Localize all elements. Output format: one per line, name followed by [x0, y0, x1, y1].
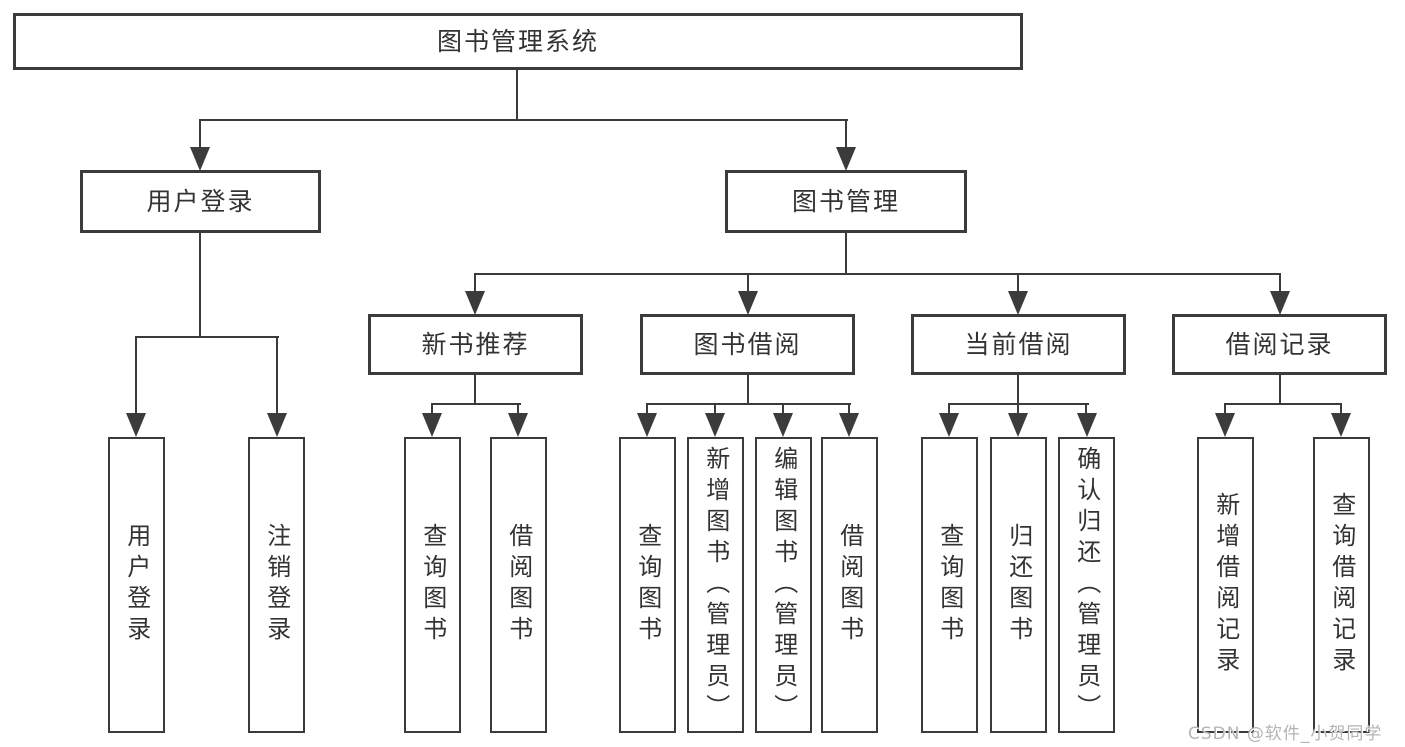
node-label: 归还图书 [1004, 523, 1033, 647]
node-label: 新增图书（管理员） [701, 445, 730, 725]
node-label: 新增借阅记录 [1211, 492, 1240, 678]
node-label: 编辑图书（管理员） [769, 445, 798, 725]
connector-line [474, 374, 476, 405]
leaf-query-book-recommend: 查询图书 [404, 437, 461, 733]
connector-line [848, 403, 850, 417]
connector-line [782, 403, 784, 417]
node-label: 借阅记录 [1225, 330, 1334, 359]
node-label: 用户登录 [122, 523, 151, 647]
leaf-edit-book-admin: 编辑图书（管理员） [755, 437, 812, 733]
connector-line [845, 233, 847, 275]
connector-arrow-down [1077, 413, 1097, 437]
connector-arrow-down [190, 147, 210, 171]
leaf-query-book-current: 查询图书 [921, 437, 978, 733]
connector-line [845, 119, 847, 151]
leaf-logout: 注销登录 [248, 437, 305, 733]
node-label: 查询图书 [633, 523, 662, 647]
connector-arrow-down [126, 413, 146, 437]
leaf-query-borrow-record: 查询借阅记录 [1313, 437, 1370, 733]
node-label: 查询借阅记录 [1327, 492, 1356, 678]
connector-arrow-down [1331, 413, 1351, 437]
connector-arrow-down [836, 147, 856, 171]
connector-line [1017, 374, 1019, 405]
node-label: 借阅图书 [504, 523, 533, 647]
connector-arrow-down [705, 413, 725, 437]
connector-arrow-down [1270, 291, 1290, 315]
node-label: 图书管理系统 [436, 27, 599, 56]
connector-line [747, 273, 749, 293]
connector-arrow-down [1008, 291, 1028, 315]
connector-line [1224, 403, 1342, 405]
connector-line [199, 233, 201, 338]
node-label: 注销登录 [262, 523, 291, 647]
leaf-add-borrow-record: 新增借阅记录 [1197, 437, 1254, 733]
connector-arrow-down [738, 291, 758, 315]
node-root-system: 图书管理系统 [13, 13, 1023, 70]
connector-line [431, 403, 433, 417]
connector-line [1085, 403, 1087, 417]
connector-arrow-down [508, 413, 528, 437]
connector-arrow-down [839, 413, 859, 437]
connector-line [276, 336, 278, 418]
node-label: 确认归还（管理员） [1072, 445, 1101, 725]
leaf-query-book-borrowing: 查询图书 [619, 437, 676, 733]
node-book-management: 图书管理 [725, 170, 967, 233]
connector-line [1224, 403, 1226, 417]
node-label: 图书借阅 [693, 330, 802, 359]
leaf-add-book-admin: 新增图书（管理员） [687, 437, 744, 733]
node-label: 用户登录 [146, 187, 255, 216]
connector-line [646, 403, 648, 417]
node-label: 查询图书 [935, 523, 964, 647]
connector-line [1017, 273, 1019, 293]
connector-line [646, 403, 851, 405]
connector-line [517, 403, 519, 417]
node-label: 当前借阅 [964, 330, 1073, 359]
connector-line [135, 336, 279, 338]
node-book-borrowing: 图书借阅 [640, 314, 855, 375]
connector-line [135, 336, 137, 418]
leaf-borrow-book-recommend: 借阅图书 [490, 437, 547, 733]
leaf-borrow-book: 借阅图书 [821, 437, 878, 733]
node-borrowing-records: 借阅记录 [1172, 314, 1387, 375]
csdn-watermark: CSDN @软件_小贺同学 [1188, 724, 1383, 744]
node-new-book-recommendation: 新书推荐 [368, 314, 583, 375]
node-label: 借阅图书 [835, 523, 864, 647]
leaf-confirm-return-admin: 确认归还（管理员） [1058, 437, 1115, 733]
connector-line [431, 403, 521, 405]
leaf-return-book: 归还图书 [990, 437, 1047, 733]
connector-line [1340, 403, 1342, 417]
connector-line [516, 70, 518, 120]
node-label: 查询图书 [418, 523, 447, 647]
node-label: 图书管理 [791, 187, 900, 216]
leaf-user-login: 用户登录 [108, 437, 165, 733]
connector-line [1279, 273, 1281, 293]
node-current-borrowing: 当前借阅 [911, 314, 1126, 375]
connector-arrow-down [1215, 413, 1235, 437]
connector-line [199, 119, 201, 151]
connector-line [714, 403, 716, 417]
connector-arrow-down [1008, 413, 1028, 437]
connector-line [199, 119, 848, 121]
connector-arrow-down [422, 413, 442, 437]
connector-line [948, 403, 950, 417]
connector-line [1017, 403, 1019, 417]
connector-arrow-down [465, 291, 485, 315]
connector-line [1279, 374, 1281, 405]
node-user-login: 用户登录 [80, 170, 321, 233]
connector-arrow-down [939, 413, 959, 437]
connector-arrow-down [267, 413, 287, 437]
connector-arrow-down [773, 413, 793, 437]
node-label: 新书推荐 [421, 330, 530, 359]
connector-line [474, 273, 476, 293]
connector-arrow-down [637, 413, 657, 437]
connector-line [747, 374, 749, 405]
connector-line [474, 273, 1281, 275]
